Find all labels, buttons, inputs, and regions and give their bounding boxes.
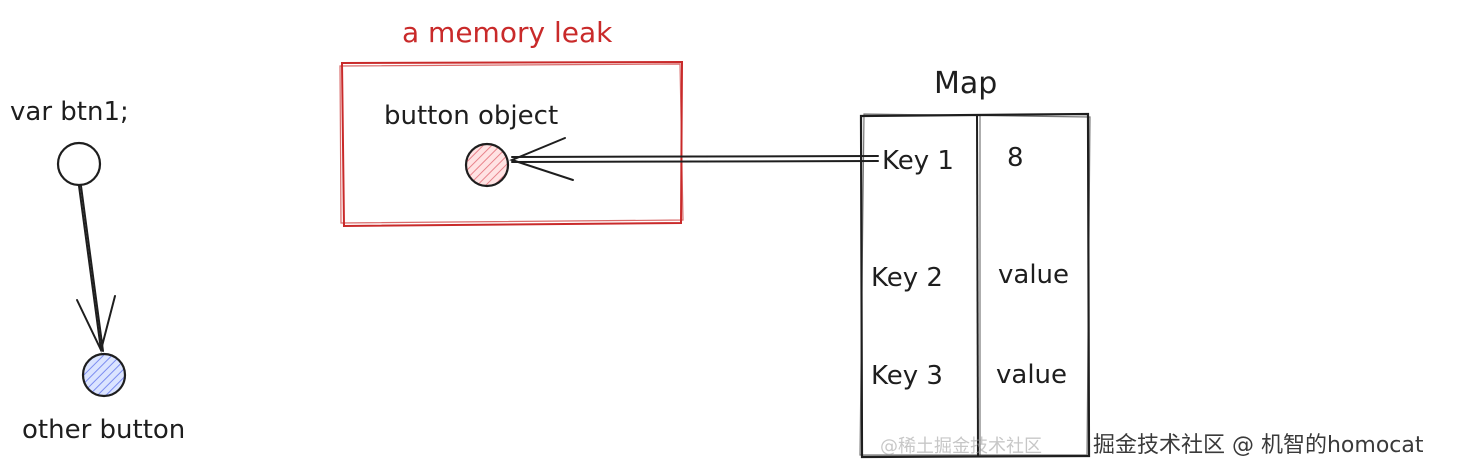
map-value: value	[996, 360, 1067, 390]
map-key: Key 3	[871, 361, 943, 391]
map-row: Key 2 value	[871, 260, 1069, 293]
watermark: @稀土掘金技术社区 掘金技术社区 @ 机智的homocat	[880, 433, 1424, 458]
watermark-faded: @稀土掘金技术社区	[880, 436, 1042, 457]
map-row: Key 1 8	[882, 143, 1024, 176]
variable-group: var btn1; other button	[10, 97, 185, 445]
map-column-divider	[976, 114, 979, 457]
memory-leak-box: a memory leak button object	[339, 16, 684, 228]
variable-node	[56, 141, 102, 187]
map-title: Map	[934, 66, 997, 101]
map-key: Key 2	[871, 263, 943, 293]
map-value: value	[998, 260, 1069, 290]
memory-leak-title: a memory leak	[402, 16, 613, 49]
map-table: Map Key 1 8 Key 2 value Key 3 value	[859, 66, 1091, 459]
button-object-label: button object	[384, 101, 558, 131]
button-object-node	[464, 142, 510, 188]
map-key: Key 1	[882, 146, 954, 176]
watermark-strong: 掘金技术社区 @ 机智的homocat	[1093, 433, 1424, 458]
variable-arrow	[76, 185, 116, 353]
other-button-node	[81, 352, 127, 398]
variable-label: var btn1;	[10, 97, 129, 127]
memory-leak-border	[340, 60, 684, 228]
map-value: 8	[1007, 143, 1024, 173]
other-button-label: other button	[22, 415, 185, 445]
map-reference-arrow	[509, 137, 879, 181]
map-row: Key 3 value	[871, 360, 1067, 391]
